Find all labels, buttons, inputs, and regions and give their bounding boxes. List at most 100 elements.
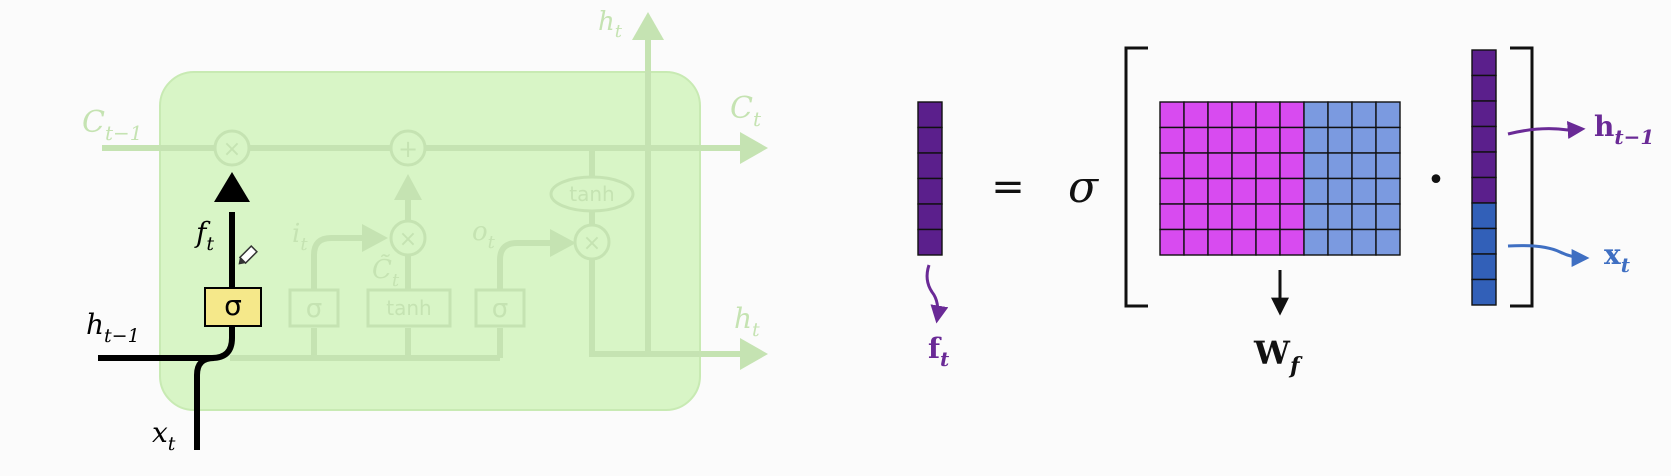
svg-text:σ: σ (306, 294, 322, 324)
label-h-prev-bold: ht−1 (1594, 110, 1654, 149)
weight-matrix-cell (1375, 177, 1401, 205)
concat-vector (1471, 49, 1497, 306)
weight-matrix-cell (1231, 101, 1257, 129)
weight-matrix-cell (1279, 203, 1305, 231)
label-h-prev: ht−1 (86, 308, 140, 347)
weight-matrix-cell (1255, 203, 1281, 231)
concat-vector-cell (1471, 202, 1497, 230)
weight-matrix-cell (1159, 228, 1185, 256)
weight-matrix (1159, 101, 1401, 256)
label-ft-bold: ft (928, 332, 950, 371)
cell-state-arrowhead (740, 132, 768, 164)
weight-matrix-cell (1303, 101, 1329, 129)
forget-multiply-op: × (213, 129, 251, 167)
weight-matrix-cell (1375, 126, 1401, 154)
input-sigma-box: σ (288, 288, 340, 328)
label-xt: xt (152, 416, 176, 455)
label-ht-right: ht (734, 302, 760, 341)
weight-matrix-cell (1207, 203, 1233, 231)
active-x-path (194, 355, 215, 450)
pencil-icon (238, 245, 258, 265)
add-op: + (389, 129, 427, 167)
weight-matrix-cell (1327, 177, 1353, 205)
lstm-cell-diagram: × + × × tanh σ tanh σ (82, 7, 768, 455)
weight-matrix-cell (1351, 177, 1377, 205)
weight-matrix-cell (1279, 101, 1305, 129)
weight-matrix-cell (1207, 228, 1233, 256)
forget-arrowhead (214, 172, 250, 202)
label-c-prev: Ct−1 (82, 105, 143, 145)
weight-matrix-cell (1303, 203, 1329, 231)
weight-matrix-cell (1327, 228, 1353, 256)
tanh-ellipse-op: tanh (549, 175, 635, 213)
weight-matrix-cell (1327, 126, 1353, 154)
svg-text:×: × (583, 231, 601, 256)
concat-vector-cell (1471, 74, 1497, 102)
weight-matrix-cell (1327, 203, 1353, 231)
svg-text:×: × (399, 227, 417, 252)
ft-vector-cell (917, 101, 943, 129)
ht-right-arrowhead (740, 338, 768, 370)
concat-vector-cell (1471, 227, 1497, 255)
weight-matrix-cell (1231, 228, 1257, 256)
weight-matrix-cell (1231, 177, 1257, 205)
weight-matrix-cell (1351, 126, 1377, 154)
weight-matrix-cell (1255, 152, 1281, 180)
concat-vector-cell (1471, 49, 1497, 77)
ft-vector (917, 101, 943, 256)
concat-vector-cell (1471, 253, 1497, 281)
weight-matrix-cell (1207, 177, 1233, 205)
weight-matrix-cell (1303, 152, 1329, 180)
x-pointer-arrow (1507, 244, 1590, 267)
ft-vector-cell (917, 152, 943, 180)
weight-matrix-cell (1183, 152, 1209, 180)
weight-matrix-cell (1159, 101, 1185, 129)
weight-matrix-cell (1303, 177, 1329, 205)
o-gate-path (497, 240, 550, 290)
ft-vector-cell (917, 126, 943, 154)
svg-text:tanh: tanh (386, 296, 431, 320)
ht-top-arrowhead (632, 12, 664, 40)
weight-matrix-cell (1351, 152, 1377, 180)
weight-matrix-cell (1159, 177, 1185, 205)
weight-matrix-cell (1303, 126, 1329, 154)
label-ht-top: ht (598, 7, 623, 42)
ft-vector-cell (917, 228, 943, 256)
ft-vector-cell (917, 177, 943, 205)
tanh-box: tanh (366, 288, 452, 328)
weight-matrix-cell (1351, 101, 1377, 129)
weight-matrix-cell (1207, 152, 1233, 180)
weight-matrix-cell (1279, 126, 1305, 154)
weight-matrix-cell (1375, 228, 1401, 256)
weight-matrix-cell (1327, 101, 1353, 129)
weight-matrix-cell (1255, 126, 1281, 154)
weight-matrix-cell (1159, 152, 1185, 180)
dot-product: • (1427, 163, 1445, 198)
weight-matrix-cell (1255, 228, 1281, 256)
weight-matrix-cell (1255, 101, 1281, 129)
label-ct: Ct (730, 91, 762, 131)
weight-matrix-cell (1231, 203, 1257, 231)
weight-matrix-cell (1183, 203, 1209, 231)
equals-sign: = (991, 164, 1025, 210)
weight-matrix-cell (1255, 177, 1281, 205)
label-it: it (292, 219, 308, 255)
output-multiply-op: × (573, 223, 611, 261)
label-wf: Wf (1253, 334, 1303, 379)
weight-matrix-cell (1231, 126, 1257, 154)
i-gate-arrowhead (362, 224, 388, 252)
label-ctilde: C̃t (372, 254, 400, 291)
weight-matrix-cell (1183, 177, 1209, 205)
left-bracket (1124, 46, 1148, 308)
svg-text:+: + (398, 135, 418, 163)
weight-matrix-cell (1375, 152, 1401, 180)
h-pointer-arrow (1507, 121, 1586, 140)
weight-matrix-cell (1375, 101, 1401, 129)
concat-vector-cell (1471, 278, 1497, 306)
svg-text:tanh: tanh (569, 182, 614, 206)
weight-matrix-cell (1183, 228, 1209, 256)
ft-pointer-arrow (925, 264, 949, 324)
weight-matrix-cell (1231, 152, 1257, 180)
svg-text:×: × (223, 137, 241, 162)
